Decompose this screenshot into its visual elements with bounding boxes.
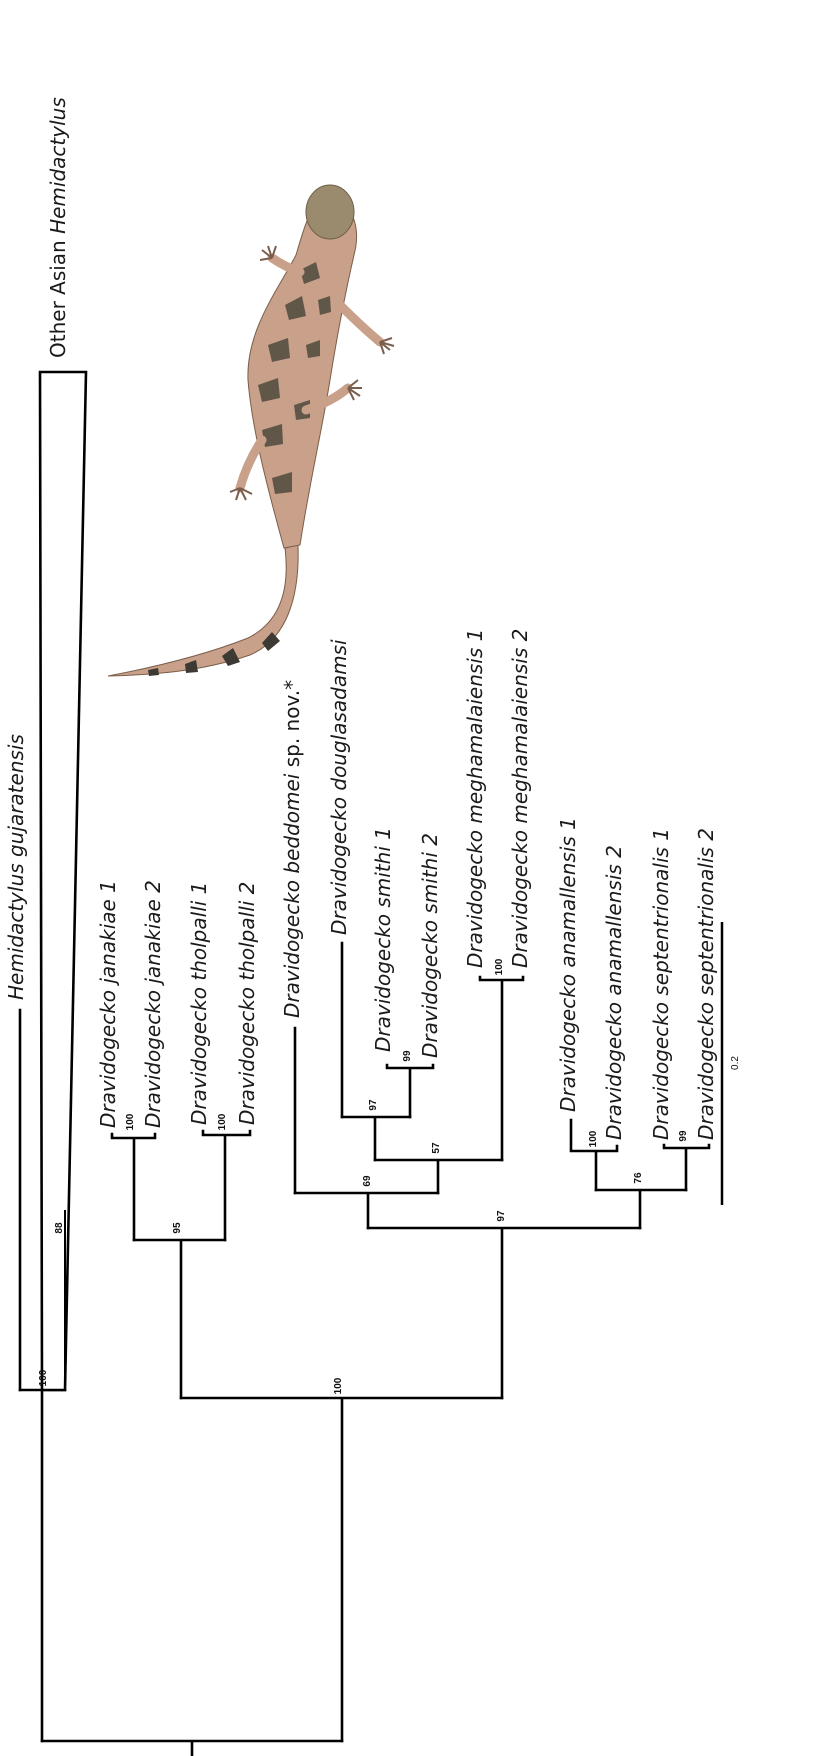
support-ingroup: 97: [496, 1210, 507, 1222]
taxon-smithi-1: Dravidogecko smithi 1: [371, 827, 395, 1052]
taxon-anamallensis-1: Dravidogecko anamallensis 1: [556, 817, 580, 1112]
gecko-tail: [108, 545, 298, 676]
taxon-beddomei: Dravidogecko beddomei sp. nov.*: [280, 680, 304, 1018]
support-beddomei-clade: 69: [362, 1175, 373, 1187]
meghamalaiensis-branch: [480, 977, 523, 1160]
smithi-branch: [387, 1065, 433, 1117]
taxon-labels: Hemidactylus gujaratensis Other Asian He…: [4, 97, 718, 1140]
other-asian-prefix: Other Asian: [46, 234, 70, 358]
taxon-septentrionalis-1: Dravidogecko septentrionalis 1: [649, 828, 673, 1140]
smithi-meghamalaiensis-branch: [375, 1160, 502, 1193]
beddomei-name: Dravidogecko beddomei: [280, 773, 304, 1018]
scale-bar-label: 0.2: [730, 1056, 741, 1070]
support-values: 100 88 100 100 95 100 97 69 97 99 57 100…: [38, 958, 689, 1394]
septentrionalis-branch: [664, 1145, 709, 1190]
tholpalli-branch: [203, 1131, 250, 1240]
support-other-asian: 88: [54, 1222, 65, 1234]
taxon-tholpalli-2: Dravidogecko tholpalli 2: [235, 882, 259, 1125]
support-tholpalli: 100: [217, 1113, 228, 1130]
hemidactylus-branch: [20, 1390, 65, 1741]
beddomei-suffix: sp. nov.*: [280, 680, 304, 774]
support-anamallensis-septentrionalis: 76: [633, 1172, 644, 1184]
gecko-hind-left-leg: [240, 440, 262, 488]
support-anamallensis: 100: [588, 1130, 599, 1147]
gecko-body: [248, 195, 357, 548]
support-septentrionalis: 99: [678, 1130, 689, 1142]
support-smithi: 99: [402, 1050, 413, 1062]
taxon-meghamalaiensis-1: Dravidogecko meghamalaiensis 1: [463, 629, 487, 968]
taxon-anamallensis-2: Dravidogecko anamallensis 2: [602, 845, 626, 1140]
support-janakiae-tholpalli: 95: [172, 1222, 183, 1234]
support-smithi-meghamalaiensis: 57: [431, 1142, 442, 1154]
taxon-janakiae-1: Dravidogecko janakiae 1: [96, 880, 120, 1128]
gecko-photo: [108, 185, 394, 676]
janakiae-branch: [112, 1134, 155, 1240]
taxon-janakiae-2: Dravidogecko janakiae 2: [141, 880, 165, 1128]
ingroup-branch: [368, 1228, 640, 1398]
gecko-front-right-leg: [340, 305, 380, 342]
anamallensis-septentrionalis-branch: [596, 1190, 686, 1228]
taxon-tholpalli-1: Dravidogecko tholpalli 1: [187, 882, 211, 1125]
support-meghamalaiensis: 100: [494, 958, 505, 975]
beddomei-clade-branch: [295, 1193, 438, 1228]
other-asian-genus: Hemidactylus: [46, 97, 70, 234]
taxon-septentrionalis-2: Dravidogecko septentrionalis 2: [694, 828, 718, 1140]
taxon-meghamalaiensis-2: Dravidogecko meghamalaiensis 2: [508, 629, 532, 968]
dravidogecko-branch: [181, 1398, 502, 1741]
taxon-douglasadamsi: Dravidogecko douglasadamsi: [327, 639, 351, 935]
collapsed-clade-triangle: [40, 372, 86, 1390]
douglasadamsi-smithi-branch: [342, 1117, 410, 1160]
support-hemidactylus-clade: 100: [38, 1369, 49, 1386]
support-dravidogecko: 100: [333, 1377, 344, 1394]
root-branch: [42, 1741, 342, 1756]
janakiae-tholpalli-branch: [134, 1240, 225, 1398]
support-douglasadamsi-smithi: 97: [368, 1099, 379, 1111]
taxon-hemidactylus-gujaratensis: Hemidactylus gujaratensis: [4, 734, 28, 1000]
taxon-other-asian-hemidactylus: Other Asian Hemidactylus: [46, 97, 70, 358]
taxon-smithi-2: Dravidogecko smithi 2: [418, 833, 442, 1058]
gecko-head: [306, 185, 354, 239]
support-janakiae: 100: [125, 1113, 136, 1130]
